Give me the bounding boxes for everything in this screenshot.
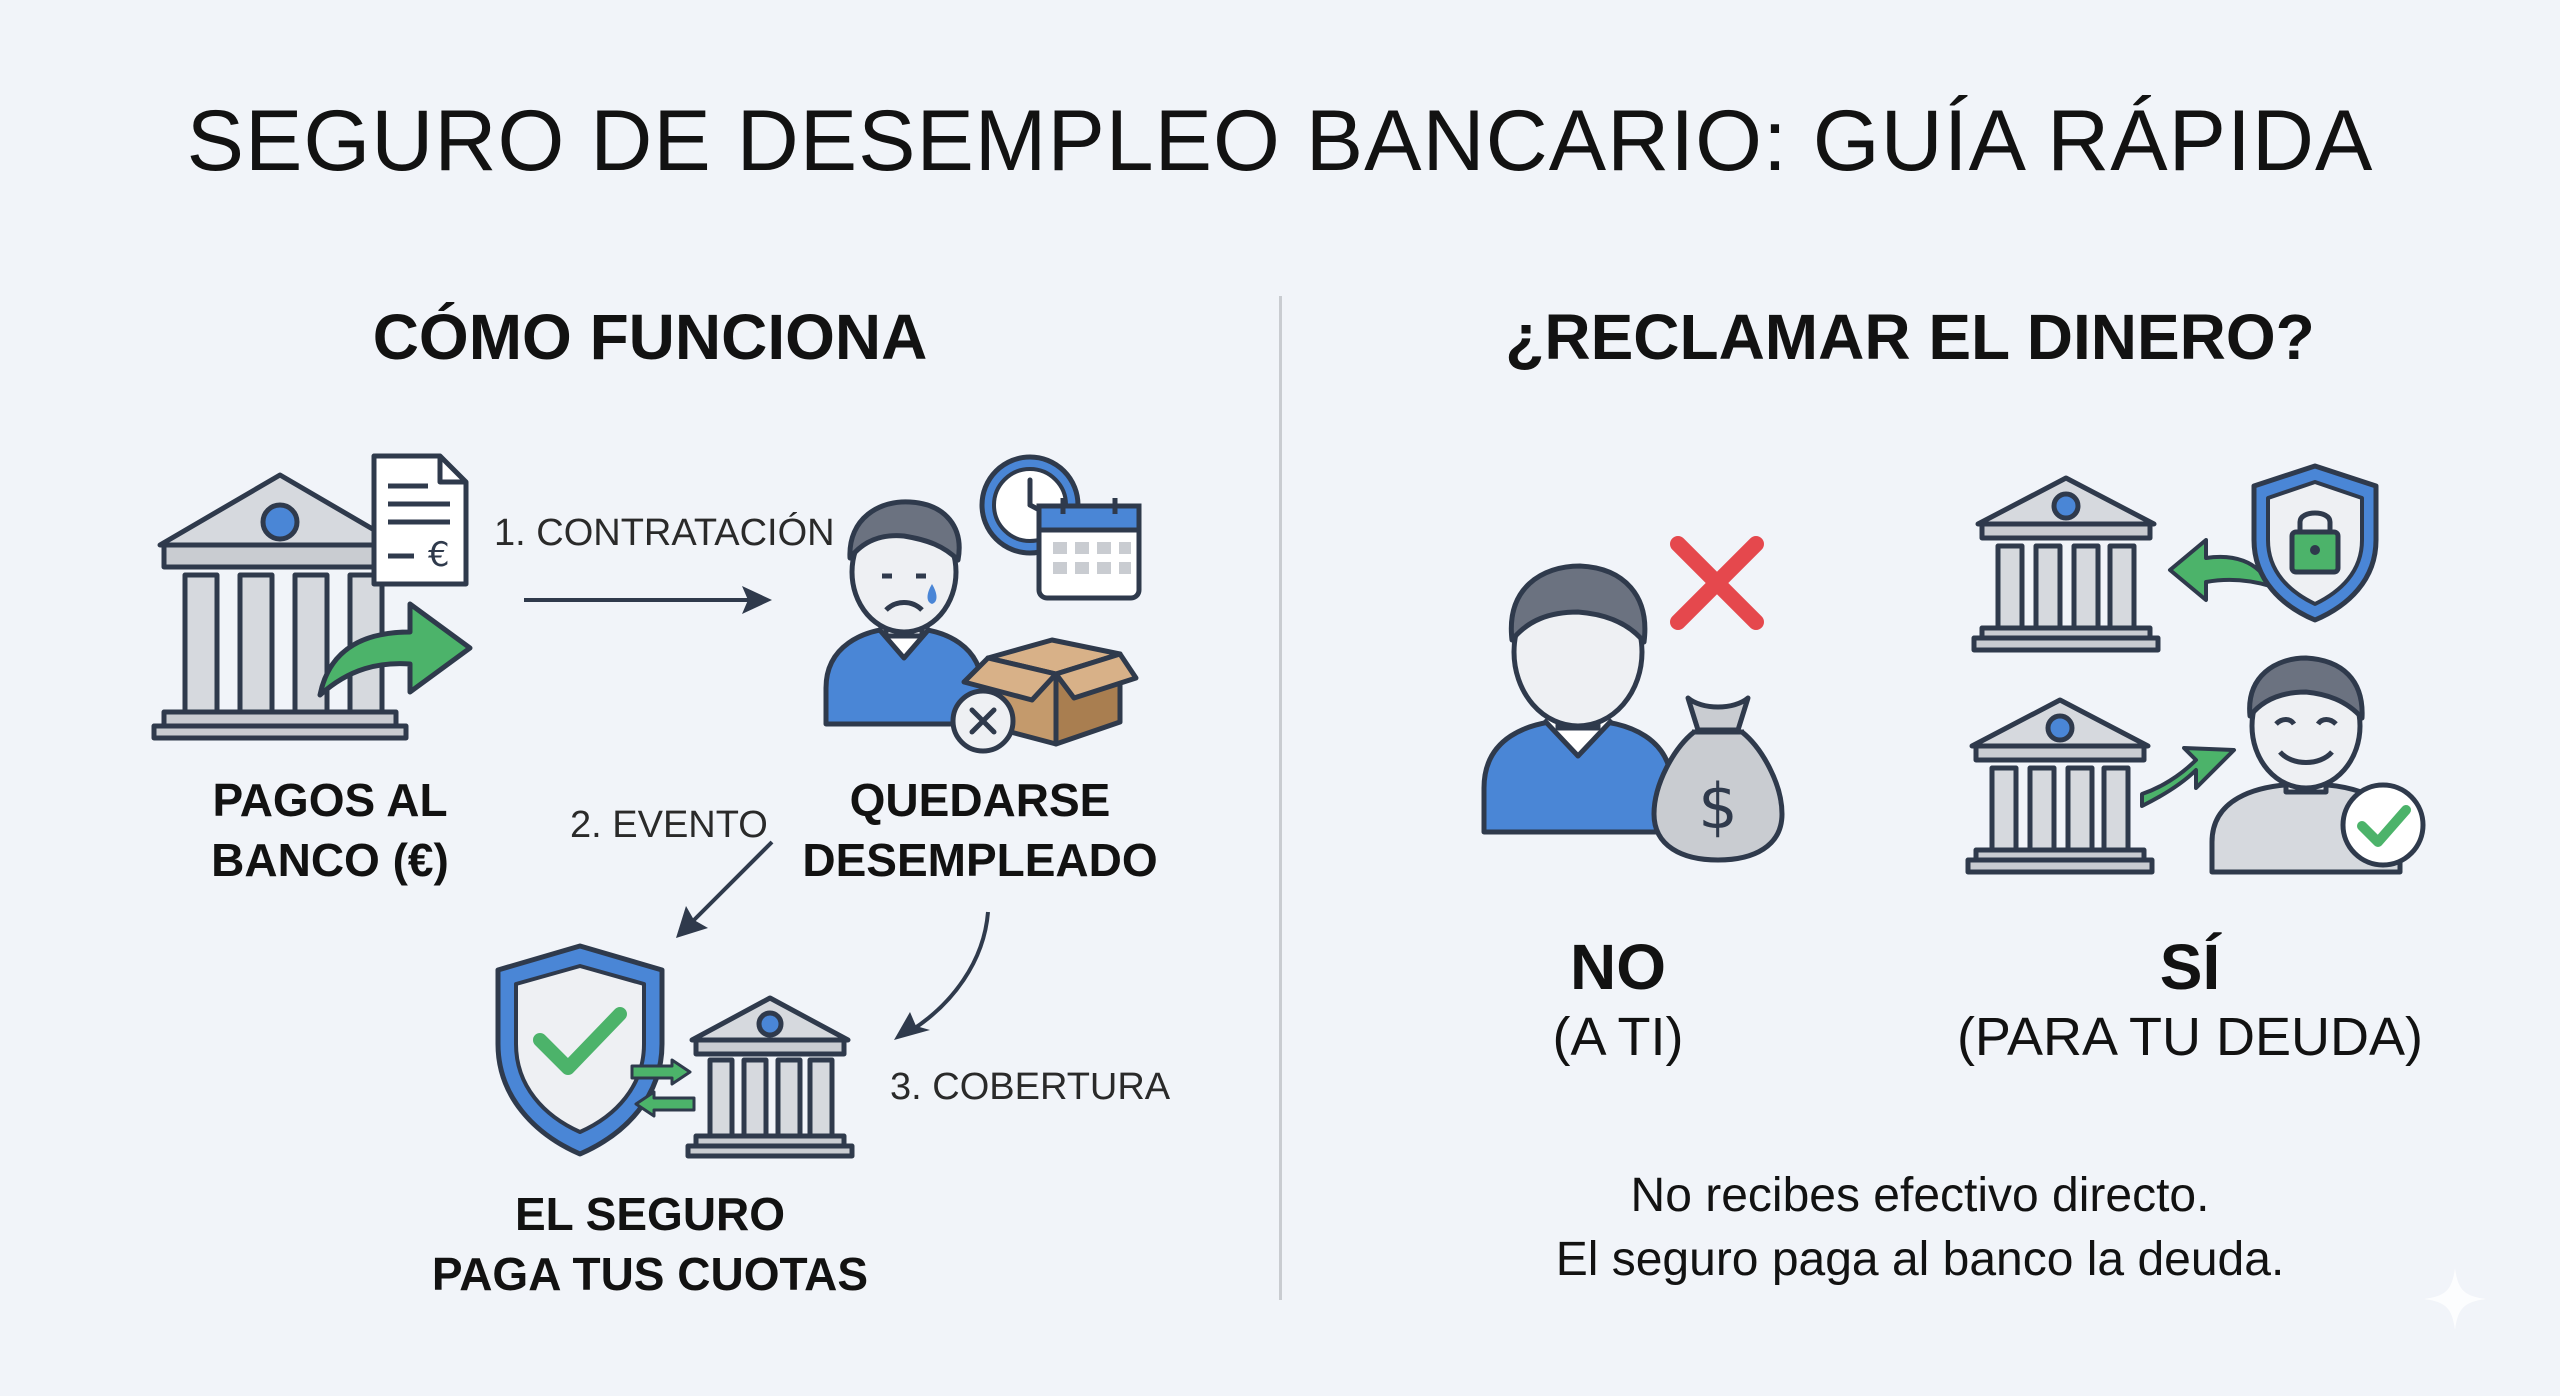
explanation-line2: El seguro paga al banco la deuda. xyxy=(1555,1233,2285,1286)
bank-icon xyxy=(151,472,409,741)
green-arrow-icon xyxy=(317,601,473,698)
green-arrow-icon xyxy=(2168,538,2272,602)
event-arrow xyxy=(676,840,774,938)
unemployed-label: QUEDARSE DESEMPLEADO xyxy=(780,770,1180,890)
svg-text:€: € xyxy=(428,535,450,575)
explanation-note: No recibes efectivo directo. El seguro p… xyxy=(1440,1164,2400,1292)
no-answer: NO xyxy=(1570,931,1666,1003)
step-event-label: 2. EVENTO xyxy=(570,804,768,846)
step-coverage-label: 3. COBERTURA xyxy=(890,1066,1171,1108)
green-arrow-icon xyxy=(2140,746,2236,808)
unemployed-label-line1: QUEDARSE xyxy=(849,774,1111,826)
bank-icon xyxy=(685,995,855,1159)
bank-icon xyxy=(1971,475,2161,653)
calendar-icon xyxy=(1036,498,1142,601)
euro-document-icon: € xyxy=(371,453,469,587)
contract-arrow xyxy=(524,586,772,614)
shield-check-icon xyxy=(495,943,665,1157)
yes-detail: (PARA TU DEUDA) xyxy=(1956,1007,2424,1067)
coverage-arrow xyxy=(894,911,990,1040)
unemployed-label-line2: DESEMPLEADO xyxy=(802,834,1158,886)
person-icon xyxy=(1481,563,1675,835)
yes-answer: SÍ xyxy=(2159,931,2221,1003)
no-detail: (A TI) xyxy=(1552,1007,1684,1067)
explanation-line1: No recibes efectivo directo. xyxy=(1630,1169,2210,1222)
insurance-label-line2: PAGA TUS CUOTAS xyxy=(431,1248,869,1300)
exchange-arrows-icon xyxy=(630,1058,696,1118)
insurance-label: EL SEGURO PAGA TUS CUOTAS xyxy=(330,1184,970,1304)
red-x-icon xyxy=(1670,536,1764,630)
person-icon xyxy=(823,499,985,727)
x-badge-icon xyxy=(950,688,1016,754)
check-badge-icon xyxy=(2340,782,2426,868)
payments-label-line1: PAGOS AL xyxy=(212,774,448,826)
claim-heading: ¿RECLAMAR EL DINERO? xyxy=(1505,301,2315,373)
bank-icon xyxy=(1965,697,2155,875)
shield-lock-icon xyxy=(2251,463,2379,623)
page-title: SEGURO DE DESEMPLEO BANCARIO: GUÍA RÁPID… xyxy=(186,93,2374,189)
payments-label-line2: BANCO (€) xyxy=(211,834,449,886)
sparkle-icon xyxy=(2424,1268,2486,1330)
step-contract-label: 1. CONTRATACIÓN xyxy=(494,512,835,554)
svg-text:$: $ xyxy=(1698,770,1737,843)
payments-label: PAGOS AL BANCO (€) xyxy=(150,770,510,890)
money-bag-icon: $ xyxy=(1651,695,1785,863)
insurance-label-line1: EL SEGURO xyxy=(514,1188,786,1240)
how-it-works-heading: CÓMO FUNCIONA xyxy=(372,301,928,373)
section-divider xyxy=(1279,296,1282,1300)
